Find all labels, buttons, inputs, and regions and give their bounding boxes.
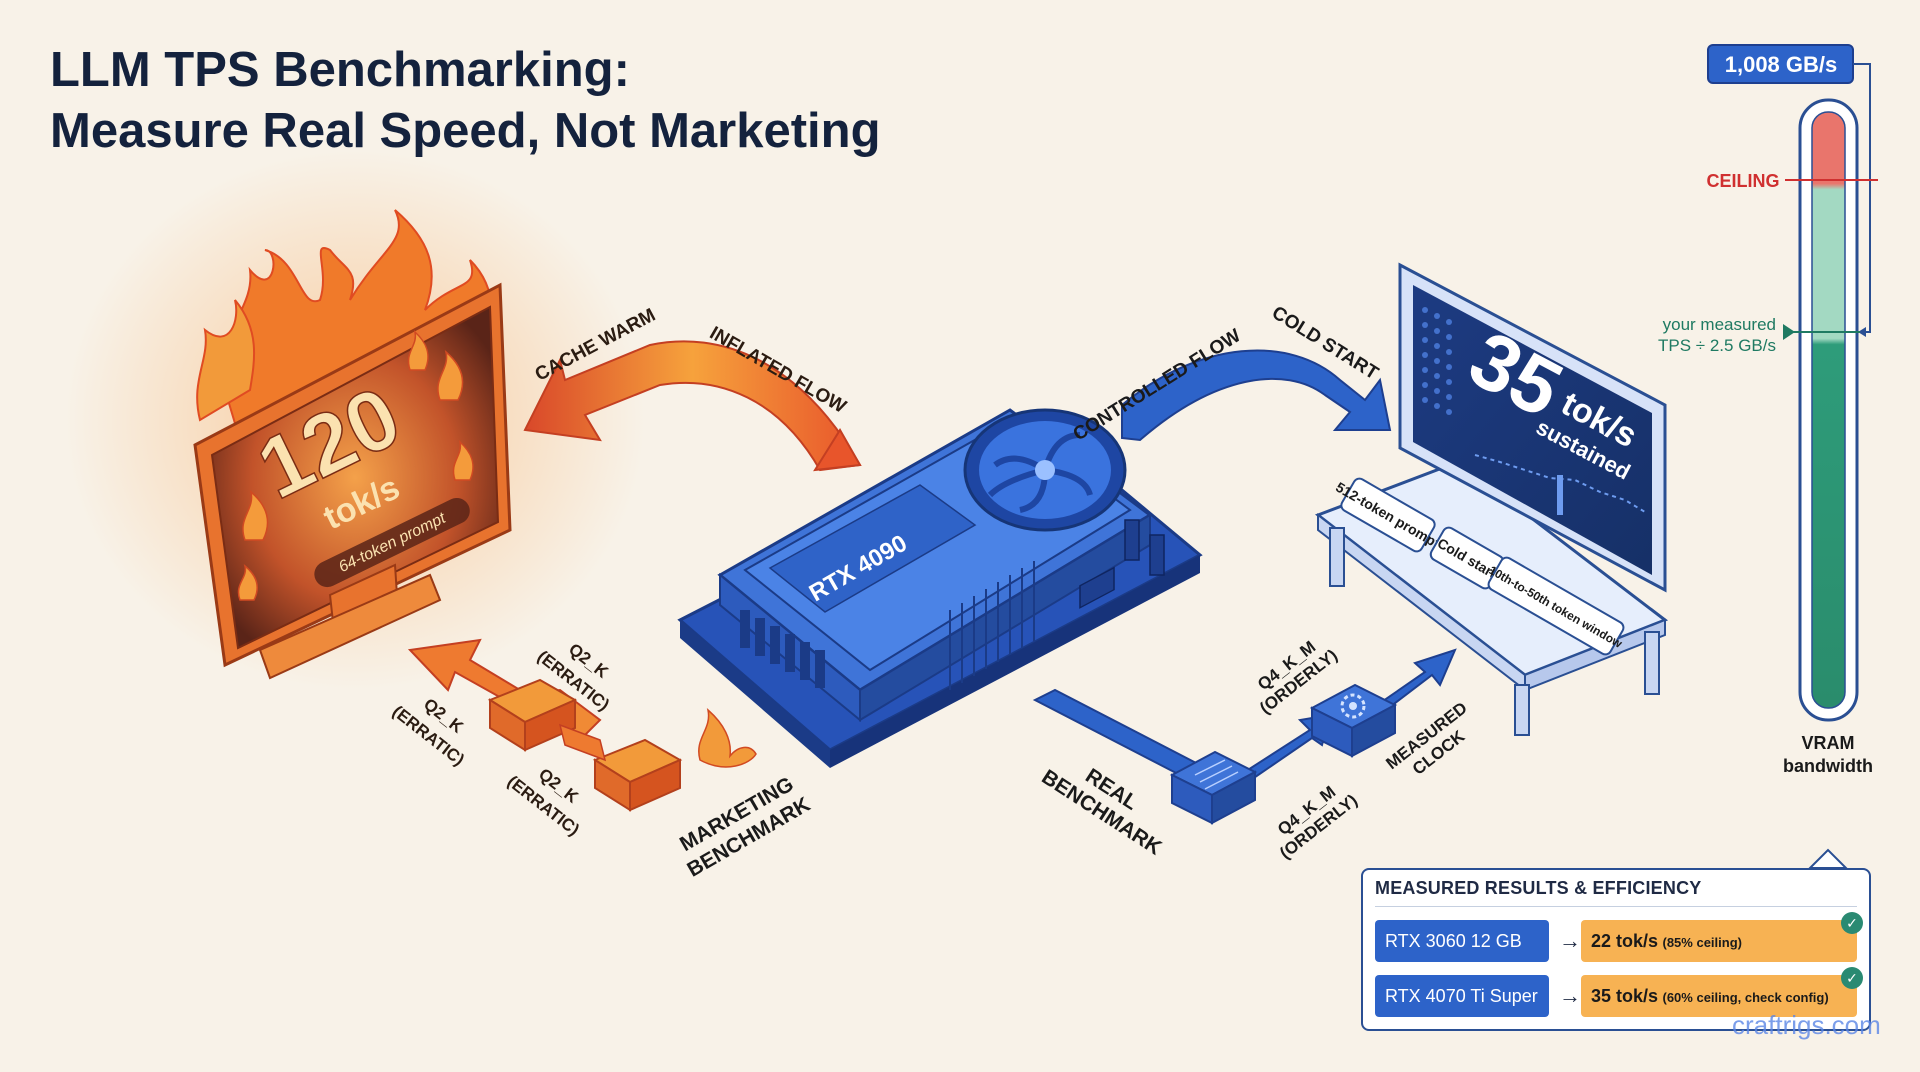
marketing-monitor: 120 tok/s 64-token prompt	[65, 150, 645, 690]
results-panel-title: MEASURED RESULTS & EFFICIENCY	[1375, 878, 1702, 898]
erratic-block-2	[592, 738, 683, 812]
gauge-measured-label-1: your measured	[1663, 315, 1776, 334]
gauge-top-value: 1,008 GB/s	[1725, 52, 1838, 77]
results-row: RTX 4070 Ti Super → 35 tok/s (60% ceilin…	[1375, 967, 1863, 1017]
results-gpu-label: RTX 4070 Ti Super	[1375, 975, 1549, 1017]
page-title: LLM TPS Benchmarking: Measure Real Speed…	[50, 40, 881, 162]
watermark: craftrigs.com	[1732, 1010, 1881, 1040]
results-tps: 35 tok/s	[1591, 986, 1659, 1006]
results-note: (60% ceiling, check config)	[1662, 990, 1829, 1005]
real-benchmark-path	[1032, 648, 1457, 825]
results-note: (85% ceiling)	[1662, 935, 1742, 950]
gpu-card: RTX 4090	[677, 408, 1203, 768]
real-benchmark-station: 512-token prompt Cold start 10th-to-50th…	[1314, 262, 1669, 736]
gauge-bottom-label-2: bandwidth	[1783, 756, 1873, 776]
inflated-flow-arrow	[523, 340, 862, 472]
results-gpu-label: RTX 3060 12 GB	[1375, 920, 1549, 962]
results-tps: 22 tok/s	[1591, 931, 1659, 951]
erratic-arrow	[407, 638, 757, 812]
erratic-block-1	[487, 678, 578, 752]
marketing-monitor-body	[193, 282, 512, 680]
check-icon: ✓	[1841, 912, 1863, 934]
measured-block-2	[1309, 683, 1398, 758]
results-value: 22 tok/s (85% ceiling) ✓	[1581, 912, 1863, 962]
controlled-flow-arrow	[1121, 349, 1392, 442]
right-arrow-icon: →	[1559, 928, 1581, 953]
gauge-bottom-label-1: VRAM	[1802, 733, 1855, 753]
check-icon: ✓	[1841, 967, 1863, 989]
results-row: RTX 3060 12 GB → 22 tok/s (85% ceiling) …	[1375, 912, 1863, 962]
screen-flames	[237, 329, 474, 601]
measured-block-1	[1169, 750, 1258, 825]
gauge-ceiling-label: CEILING	[1706, 171, 1779, 191]
results-panel: MEASURED RESULTS & EFFICIENCY RTX 3060 1…	[1361, 868, 1871, 1031]
results-value: 35 tok/s (60% ceiling, check config) ✓	[1581, 967, 1863, 1017]
title-line-2: Measure Real Speed, Not Marketing	[50, 104, 881, 158]
right-arrow-icon: →	[1559, 983, 1581, 1008]
results-divider	[1375, 906, 1857, 907]
gauge-measured-label-2: TPS ÷ 2.5 GB/s	[1658, 336, 1776, 355]
vram-bandwidth-gauge: 1,008 GB/s CEILING your measured TPS ÷ 2…	[1658, 44, 1878, 869]
title-line-1: LLM TPS Benchmarking:	[50, 43, 630, 97]
